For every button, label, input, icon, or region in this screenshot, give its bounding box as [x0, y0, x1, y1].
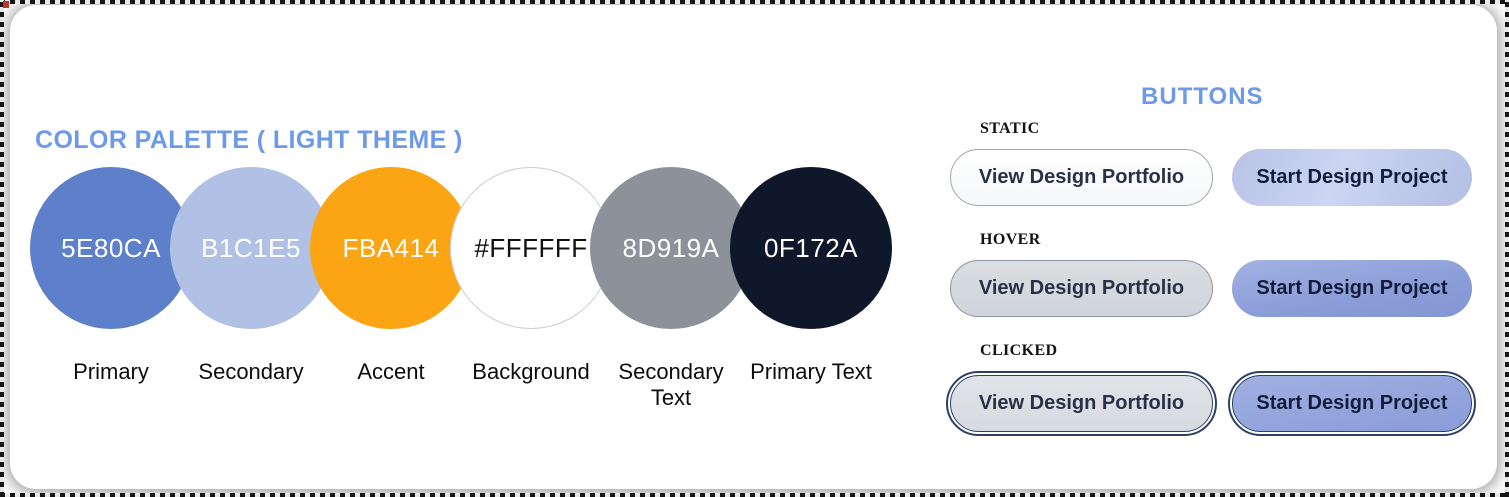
button-row: View Design Portfolio Start Design Proje… [950, 260, 1472, 317]
button-row: View Design Portfolio Start Design Proje… [950, 149, 1472, 206]
swatch-hex-label: 0F172A [763, 232, 859, 263]
swatch-name-primary: Primary [73, 359, 149, 384]
swatch-name-secondary-text: Secondary Text [618, 359, 724, 410]
selection-border-left [0, 0, 4, 497]
buttons-section-title: BUTTONS [1141, 82, 1264, 110]
swatch-name-secondary: Secondary [198, 359, 304, 384]
selection-border-bottom [0, 493, 1509, 497]
button-row: View Design Portfolio Start Design Proje… [946, 371, 1476, 436]
color-palette-title: COLOR PALETTE ( LIGHT THEME ) [35, 125, 463, 154]
swatch-hex-label: 8D919A [622, 232, 720, 263]
design-spec-card: COLOR PALETTE ( LIGHT THEME ) 5E80CA B1C… [10, 5, 1497, 489]
swatch-circle-secondary-text: 8D919A [590, 167, 752, 329]
swatch-hex-label: B1C1E5 [201, 232, 301, 263]
swatch-hex-label: #FFFFFF [474, 232, 588, 263]
button-state-group-clicked: CLICKED View Design Portfolio Start Desi… [946, 342, 1476, 436]
swatch-label-row: Primary Secondary Accent Background Seco… [30, 359, 881, 411]
selection-border-right [1505, 0, 1509, 497]
swatch-name-primary-text: Primary Text [750, 359, 872, 384]
swatch-circle-background: #FFFFFF [450, 167, 612, 329]
state-label-static: STATIC [980, 120, 1040, 137]
swatch-circle-primary: 5E80CA [30, 167, 192, 329]
state-label-hover: HOVER [980, 231, 1041, 248]
button-state-group-static: STATIC View Design Portfolio Start Desig… [950, 120, 1472, 206]
swatch-hex-label: 5E80CA [61, 232, 161, 263]
view-design-portfolio-button-static[interactable]: View Design Portfolio [950, 149, 1213, 206]
selection-border-top [0, 0, 1509, 4]
button-state-group-hover: HOVER View Design Portfolio Start Design… [950, 231, 1472, 317]
swatch-circle-primary-text: 0F172A [730, 167, 892, 329]
start-design-project-button-static[interactable]: Start Design Project [1232, 149, 1472, 206]
corner-artifact-dot [3, 1, 9, 8]
start-design-project-button-hover[interactable]: Start Design Project [1232, 260, 1472, 317]
swatch-circle-secondary: B1C1E5 [170, 167, 332, 329]
swatch-name-background: Background [472, 359, 590, 384]
color-swatch-row: 5E80CA B1C1E5 FBA414 #FFFFFF 8D919A 0F17… [30, 167, 892, 329]
view-design-portfolio-button-hover[interactable]: View Design Portfolio [950, 260, 1213, 317]
view-design-portfolio-button-clicked[interactable]: View Design Portfolio [946, 371, 1217, 436]
start-design-project-button-clicked[interactable]: Start Design Project [1228, 371, 1476, 436]
swatch-hex-label: FBA414 [342, 232, 440, 263]
swatch-name-accent: Accent [357, 359, 425, 384]
state-label-clicked: CLICKED [980, 342, 1058, 359]
swatch-circle-accent: FBA414 [310, 167, 472, 329]
